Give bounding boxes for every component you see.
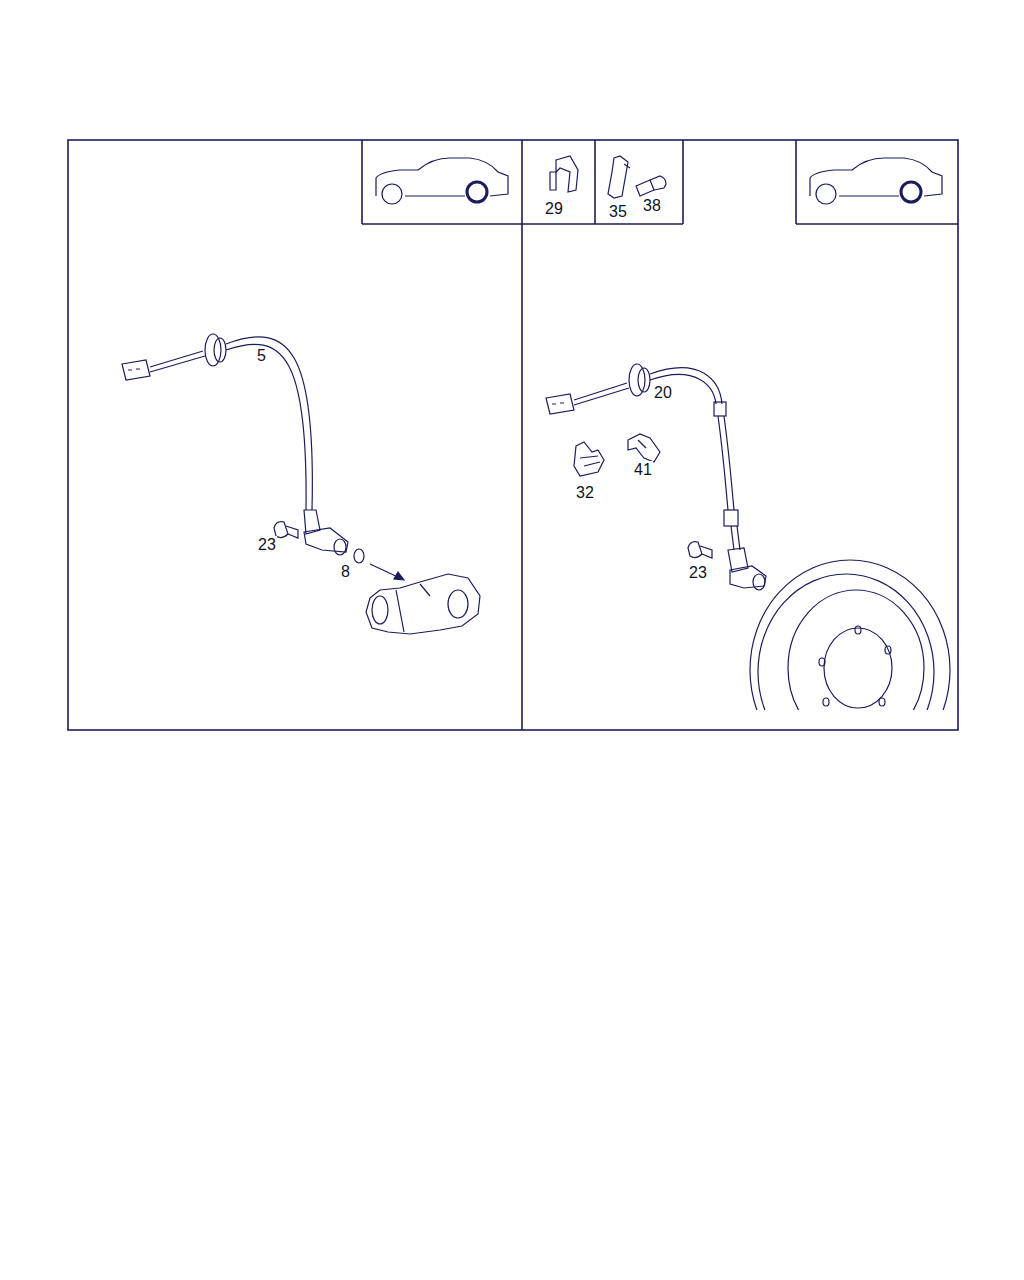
clip-32 bbox=[574, 442, 604, 476]
differential bbox=[366, 574, 480, 634]
leader-arrow bbox=[370, 564, 404, 580]
sensor-cable-20 bbox=[546, 364, 766, 590]
bracket-29 bbox=[550, 156, 578, 192]
bolt-23 bbox=[688, 542, 712, 558]
callout-number: 32 bbox=[575, 484, 595, 502]
callout-number: 23 bbox=[688, 564, 708, 582]
callout-number: 35 bbox=[608, 203, 628, 221]
car-icon bbox=[810, 158, 942, 204]
bolt-23 bbox=[274, 522, 298, 538]
header-boxes bbox=[362, 140, 958, 224]
clip-41 bbox=[628, 434, 660, 462]
clip-35 bbox=[608, 156, 630, 198]
ring-8 bbox=[354, 549, 364, 563]
callout-number: 8 bbox=[340, 563, 351, 581]
outer-frame bbox=[68, 140, 958, 730]
callout-number: 5 bbox=[256, 347, 267, 365]
callout-number: 20 bbox=[653, 384, 673, 402]
sensor-cable-5 bbox=[122, 334, 348, 555]
bolt-38 bbox=[636, 176, 666, 196]
callout-number: 29 bbox=[544, 200, 564, 218]
brake-disc bbox=[750, 560, 950, 710]
callout-number: 38 bbox=[642, 197, 662, 215]
car-icon bbox=[376, 158, 508, 204]
callout-number: 23 bbox=[257, 536, 277, 554]
divider bbox=[521, 140, 523, 730]
callout-number: 41 bbox=[633, 461, 653, 479]
